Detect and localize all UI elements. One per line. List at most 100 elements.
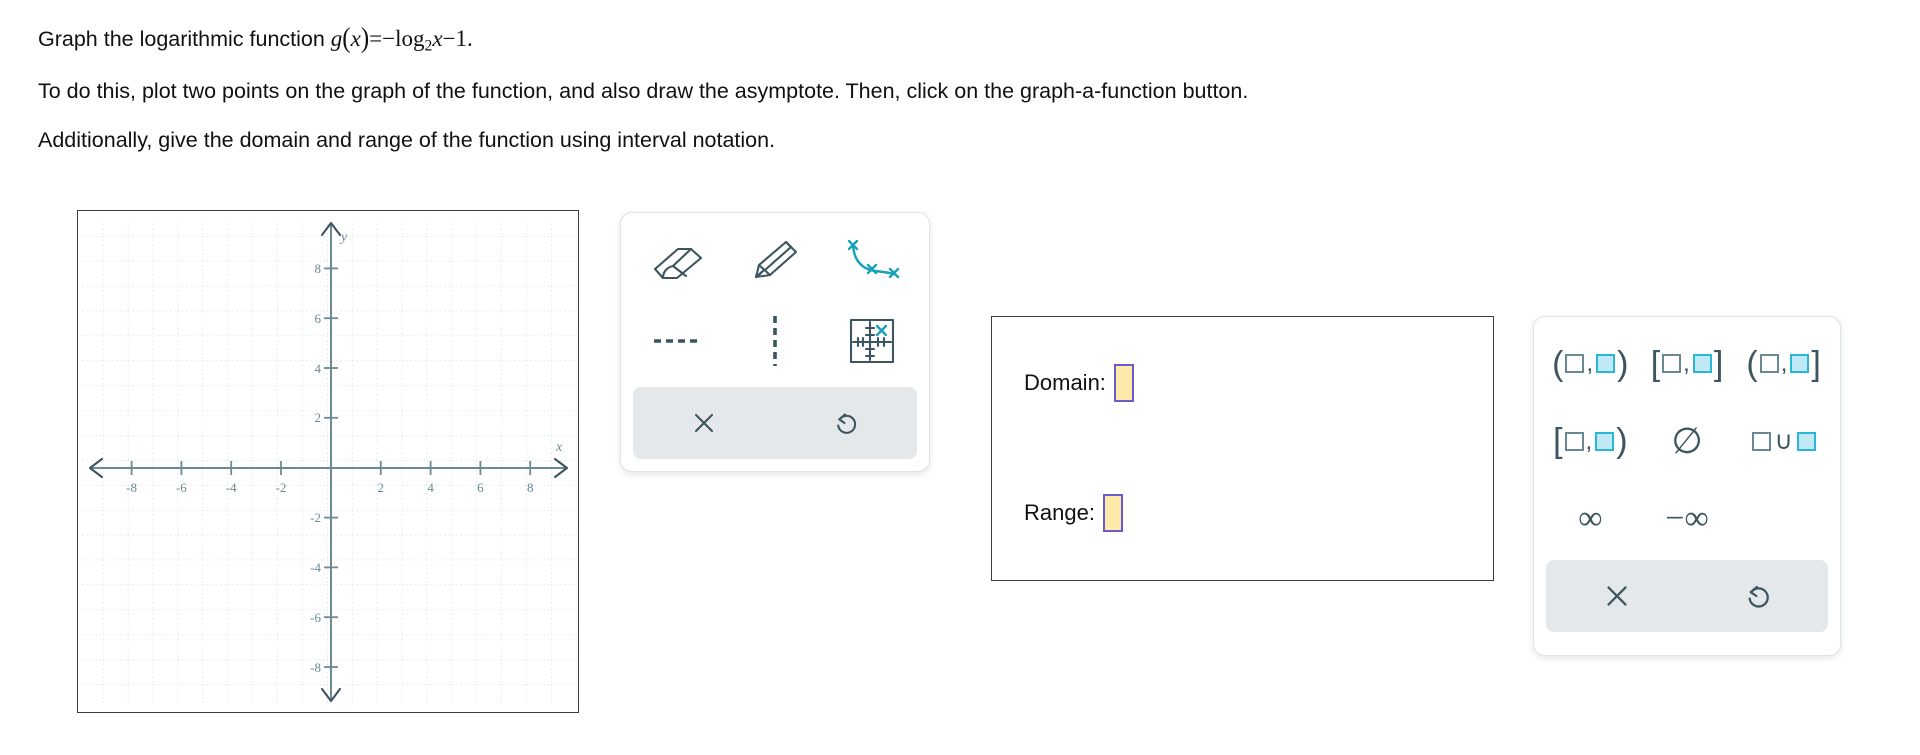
range-label: Range: bbox=[1024, 500, 1095, 525]
placeholder-box-1 bbox=[1564, 431, 1584, 451]
key-closed-closed[interactable]: [ , ] bbox=[1639, 325, 1736, 403]
math-minus: − bbox=[382, 26, 396, 51]
graph-canvas[interactable]: x y -8 -6 -4 -2 2 4 6 8 bbox=[78, 211, 578, 712]
graph-a-function-tool[interactable] bbox=[824, 301, 921, 381]
paren-open: ( bbox=[1746, 344, 1758, 383]
key-empty-set[interactable]: ∅ bbox=[1639, 403, 1736, 481]
coordinate-plane[interactable]: x y -8 -6 -4 -2 2 4 6 8 bbox=[77, 210, 579, 713]
key-closed-open-label: [ , ) bbox=[1553, 422, 1628, 461]
placeholder-box-2 bbox=[1596, 354, 1616, 374]
key-open-open[interactable]: ( , ) bbox=[1542, 325, 1639, 403]
key-closed-closed-label: [ , ] bbox=[1651, 344, 1724, 383]
svg-text:-6: -6 bbox=[176, 480, 187, 495]
placeholder-box-2 bbox=[1796, 431, 1816, 451]
negative-infinity-icon: −∞ bbox=[1665, 500, 1709, 538]
curve-tool[interactable] bbox=[824, 221, 921, 301]
y-axis-tick-labels: 8 6 4 2 -2 -4 -6 -8 bbox=[310, 261, 321, 675]
interval-notation-keypad[interactable]: ( , ) [ , ] ( , ] bbox=[1533, 316, 1841, 656]
key-union-label: ∪ bbox=[1751, 426, 1817, 455]
domain-row: Domain: bbox=[1024, 364, 1134, 402]
key-open-closed-label: ( , ] bbox=[1746, 344, 1821, 383]
x-axis: x bbox=[88, 440, 569, 479]
svg-text:-2: -2 bbox=[310, 510, 321, 525]
key-closed-open[interactable]: [ , ) bbox=[1542, 403, 1639, 481]
bracket-close: ] bbox=[1811, 344, 1821, 383]
math-log-base: 2 bbox=[424, 37, 433, 55]
domain-input[interactable] bbox=[1113, 364, 1134, 402]
svg-text:-6: -6 bbox=[310, 610, 321, 625]
key-open-open-label: ( , ) bbox=[1552, 344, 1629, 383]
placeholder-box-1 bbox=[1751, 431, 1771, 451]
close-icon bbox=[694, 413, 714, 433]
svg-text:8: 8 bbox=[527, 480, 534, 495]
math-g: g bbox=[330, 26, 343, 51]
range-input[interactable] bbox=[1102, 494, 1123, 532]
math-period: . bbox=[467, 26, 473, 51]
paren-close: ) bbox=[1616, 422, 1628, 461]
paren-open: ( bbox=[1552, 344, 1564, 383]
key-infinity[interactable]: ∞ bbox=[1542, 480, 1639, 558]
y-axis: y bbox=[320, 221, 348, 703]
dashed-horizontal-line-tool[interactable] bbox=[629, 301, 726, 381]
union-icon: ∪ bbox=[1774, 426, 1793, 455]
close-icon bbox=[1606, 586, 1627, 606]
bracket-close: ] bbox=[1713, 344, 1724, 383]
key-open-closed[interactable]: ( , ] bbox=[1735, 325, 1832, 403]
svg-text:6: 6 bbox=[477, 480, 484, 495]
domain-label: Domain: bbox=[1024, 370, 1106, 395]
comma: , bbox=[1586, 350, 1594, 378]
svg-text:8: 8 bbox=[315, 261, 322, 276]
prompt-line-1-text: Graph the logarithmic function bbox=[38, 27, 331, 51]
function-expression: g(x)=−log2x−1. bbox=[330, 25, 473, 55]
interval-key-grid: ( , ) [ , ] ( , ] bbox=[1542, 325, 1832, 558]
key-negative-infinity[interactable]: −∞ bbox=[1639, 480, 1736, 558]
key-union[interactable]: ∪ bbox=[1735, 403, 1832, 481]
comma: , bbox=[1585, 427, 1593, 455]
curve-with-points-icon bbox=[848, 239, 900, 279]
svg-text:-2: -2 bbox=[276, 480, 287, 495]
x-axis-tick-labels: -8 -6 -4 -2 2 4 6 8 bbox=[126, 480, 533, 495]
svg-text:4: 4 bbox=[315, 361, 322, 376]
math-x-arg: x bbox=[432, 26, 443, 51]
problem-statement: Graph the logarithmic function g(x)=−log… bbox=[38, 25, 1738, 178]
pencil-tool[interactable] bbox=[726, 221, 823, 301]
svg-text:2: 2 bbox=[378, 480, 385, 495]
clear-drawing-button[interactable] bbox=[633, 387, 775, 459]
y-axis-ticks bbox=[324, 267, 338, 668]
math-log: log bbox=[395, 26, 425, 51]
prompt-line-3: Additionally, give the domain and range … bbox=[38, 127, 776, 152]
undo-icon bbox=[1748, 585, 1769, 608]
undo-answer-button[interactable] bbox=[1687, 560, 1828, 632]
infinity-icon: ∞ bbox=[1578, 500, 1603, 538]
placeholder-box-1 bbox=[1662, 354, 1682, 374]
grid-pattern bbox=[79, 220, 577, 705]
eraser-tool[interactable] bbox=[629, 221, 726, 301]
svg-text:4: 4 bbox=[427, 480, 434, 495]
comma: , bbox=[1780, 350, 1788, 378]
x-axis-ticks bbox=[130, 461, 532, 475]
drawing-toolbar-actions bbox=[633, 387, 917, 459]
bracket-open: [ bbox=[1553, 422, 1563, 461]
placeholder-box-1 bbox=[1759, 354, 1779, 374]
keypad-actions bbox=[1546, 560, 1828, 632]
clear-answer-button[interactable] bbox=[1546, 560, 1687, 632]
svg-text:-4: -4 bbox=[310, 560, 321, 575]
placeholder-box-2 bbox=[1595, 431, 1615, 451]
placeholder-box-2 bbox=[1790, 354, 1810, 374]
y-axis-label: y bbox=[339, 230, 348, 245]
range-row: Range: bbox=[1024, 494, 1123, 532]
dashed-vertical-line-tool[interactable] bbox=[726, 301, 823, 381]
undo-icon bbox=[837, 413, 857, 434]
keypad-empty-cell bbox=[1735, 480, 1832, 558]
undo-drawing-button[interactable] bbox=[775, 387, 917, 459]
svg-text:-8: -8 bbox=[310, 660, 321, 675]
x-axis-label: x bbox=[555, 440, 563, 455]
drawing-toolbar[interactable] bbox=[620, 212, 930, 472]
answer-panel: Domain: Range: bbox=[991, 316, 1494, 581]
svg-text:2: 2 bbox=[315, 410, 322, 425]
paren-close: ) bbox=[1617, 344, 1629, 383]
svg-text:-4: -4 bbox=[226, 480, 237, 495]
drawing-tool-grid bbox=[629, 221, 921, 381]
eraser-icon bbox=[653, 247, 702, 280]
math-one: 1 bbox=[455, 26, 468, 51]
